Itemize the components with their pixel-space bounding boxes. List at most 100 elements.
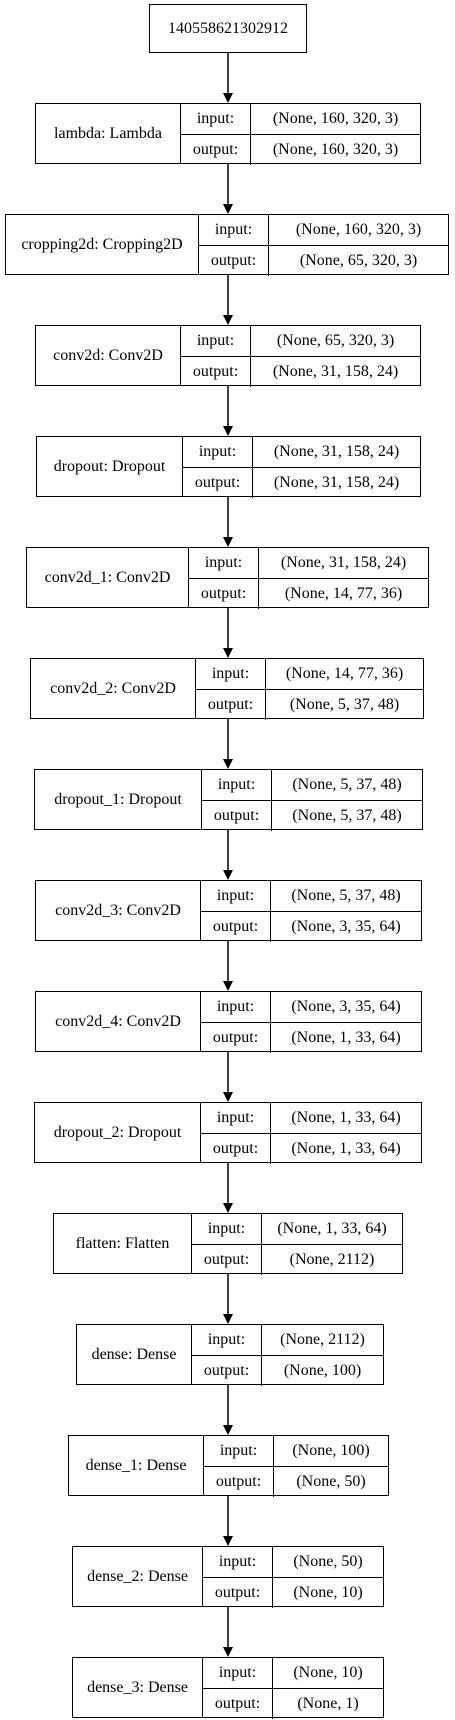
edge-arrow — [223, 1385, 233, 1435]
output-label: output: — [203, 1688, 273, 1719]
layer-title: flatten: Flatten — [54, 1214, 192, 1273]
output-shape: (None, 3, 35, 64) — [291, 917, 401, 935]
layer-title: dropout_1: Dropout — [35, 770, 202, 829]
output-label: output: — [181, 356, 251, 387]
input-shape: (None, 3, 35, 64) — [291, 998, 401, 1016]
edge-arrow — [223, 1496, 233, 1546]
input-shape: (None, 65, 320, 3) — [276, 332, 395, 350]
row-divider — [201, 1132, 421, 1134]
edge-arrow — [223, 386, 233, 436]
output-label: output: — [201, 911, 271, 942]
output-label: output: — [199, 245, 269, 276]
row-divider — [204, 1465, 388, 1467]
output-label: output: — [203, 1577, 273, 1608]
output-shape: (None, 1, 33, 64) — [291, 1028, 401, 1046]
layer-title: conv2d_2: Conv2D — [31, 659, 196, 718]
row-divider — [189, 577, 428, 579]
output-shape: (None, 160, 320, 3) — [272, 140, 399, 158]
input-label: input: — [181, 104, 251, 135]
layer-title: lambda: Lambda — [36, 104, 181, 163]
layer-title: cropping2d: Cropping2D — [6, 215, 199, 274]
input-shape: (None, 50) — [293, 1553, 363, 1571]
output-shape: (None, 31, 158, 24) — [272, 362, 399, 380]
input-shape: (None, 160, 320, 3) — [272, 110, 399, 128]
row-divider — [202, 799, 422, 801]
input-label: input: — [203, 1547, 273, 1578]
input-shape: (None, 5, 37, 48) — [292, 776, 402, 794]
input-label: input: — [201, 881, 271, 912]
output-label: output: — [196, 689, 266, 720]
row-divider — [181, 355, 420, 357]
input-shape: (None, 100) — [292, 1442, 370, 1460]
edge-arrow — [223, 164, 233, 214]
output-label: output: — [192, 1244, 262, 1275]
edge-arrow — [223, 1163, 233, 1213]
output-shape: (None, 2112) — [289, 1250, 375, 1268]
row-divider — [192, 1243, 402, 1245]
output-label: output: — [183, 467, 253, 498]
layer-title: conv2d_4: Conv2D — [36, 992, 201, 1051]
input-shape: (None, 14, 77, 36) — [285, 665, 404, 683]
input-label: input: — [201, 992, 271, 1023]
input-label: input: — [192, 1325, 262, 1356]
layer-title: dense_2: Dense — [73, 1547, 203, 1606]
input-shape: (None, 2112) — [280, 1331, 365, 1349]
row-divider — [192, 1354, 383, 1356]
row-divider — [203, 1687, 383, 1689]
output-label: output: — [189, 578, 259, 609]
edge-arrow — [223, 719, 233, 769]
input-shape: (None, 1, 33, 64) — [291, 1109, 401, 1127]
output-label: output: — [202, 800, 272, 831]
edge-arrow — [223, 941, 233, 991]
input-label: input: — [192, 1214, 262, 1245]
layer-title: conv2d_1: Conv2D — [27, 548, 189, 607]
edge-arrow — [223, 608, 233, 658]
row-divider — [201, 910, 421, 912]
row-divider — [203, 1576, 383, 1578]
output-label: output: — [204, 1466, 274, 1497]
input-label: input: — [183, 437, 253, 468]
layer-title: conv2d: Conv2D — [36, 326, 181, 385]
output-shape: (None, 31, 158, 24) — [273, 473, 400, 491]
output-shape: (None, 65, 320, 3) — [299, 251, 418, 269]
output-label: output: — [192, 1355, 262, 1386]
output-label: output: — [201, 1133, 271, 1164]
layer-title: dense: Dense — [77, 1325, 192, 1384]
input-shape: (None, 160, 320, 3) — [295, 221, 422, 239]
output-shape: (None, 1) — [297, 1694, 359, 1712]
input-shape: (None, 31, 158, 24) — [280, 554, 407, 572]
input-label: input: — [199, 215, 269, 246]
input-label: input: — [201, 1103, 271, 1134]
edge-arrow — [223, 53, 233, 103]
edge-arrow — [223, 830, 233, 880]
row-divider — [181, 133, 420, 135]
edge-arrow — [223, 1607, 233, 1657]
row-divider — [196, 688, 423, 690]
output-shape: (None, 1, 33, 64) — [291, 1139, 401, 1157]
root-node: 140558621302912 — [149, 4, 307, 53]
input-label: input: — [203, 1658, 273, 1689]
input-label: input: — [189, 548, 259, 579]
root-node-label: 140558621302912 — [168, 19, 288, 37]
row-divider — [199, 244, 448, 246]
row-divider — [201, 1021, 421, 1023]
output-shape: (None, 14, 77, 36) — [284, 584, 403, 602]
edge-arrow — [223, 275, 233, 325]
layer-title: dense_3: Dense — [73, 1658, 203, 1717]
input-label: input: — [202, 770, 272, 801]
output-label: output: — [181, 134, 251, 165]
layer-title: dropout_2: Dropout — [35, 1103, 201, 1162]
output-shape: (None, 5, 37, 48) — [292, 806, 402, 824]
row-divider — [183, 466, 420, 468]
